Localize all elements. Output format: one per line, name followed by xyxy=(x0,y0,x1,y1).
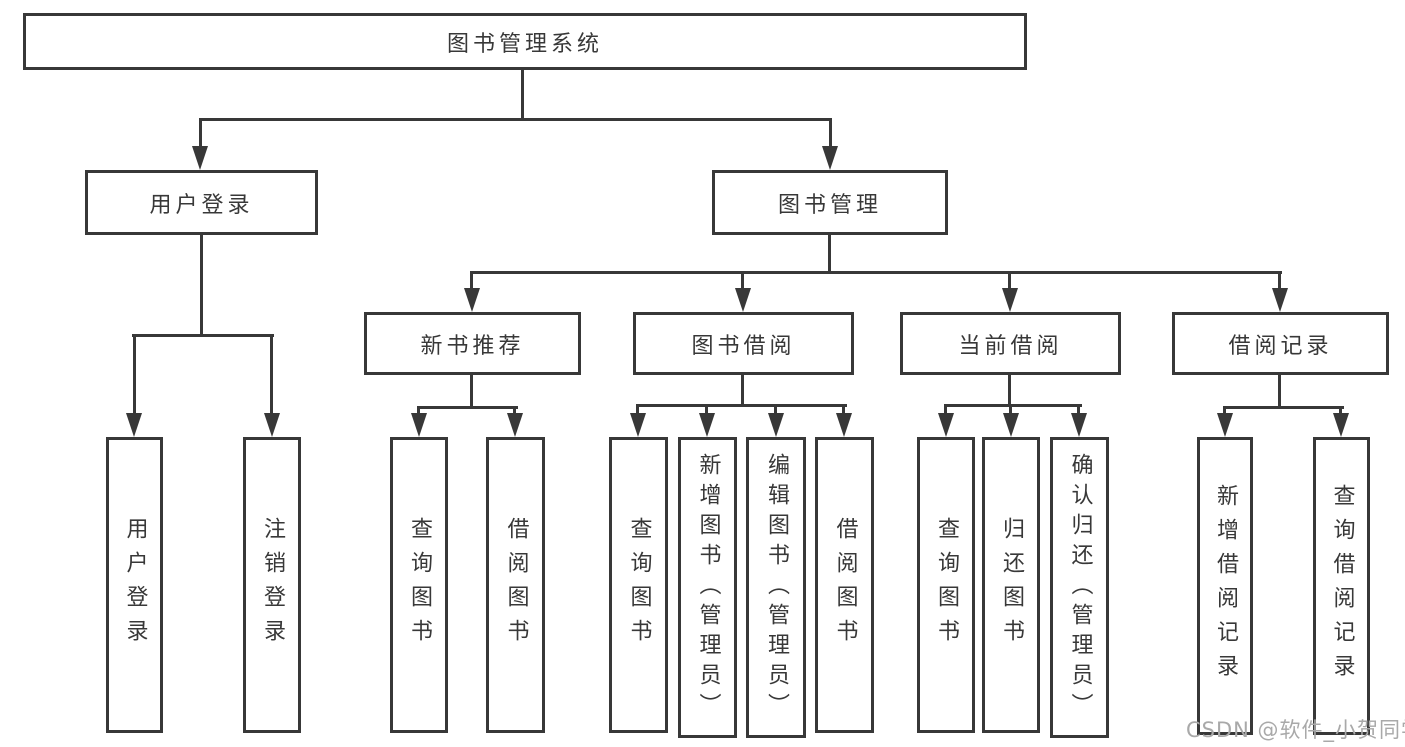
leaf-label: 注销登录 xyxy=(260,517,285,653)
leaf-confirm-return-admin: 确认归还（管理员） xyxy=(1050,437,1109,738)
csdn-watermark: CSDN @软件_小贺同学 xyxy=(1186,718,1405,742)
node-book-management: 图书管理 xyxy=(712,170,948,235)
leaf-query-books-borrow: 查询图书 xyxy=(609,437,668,733)
connector-vline-book-management xyxy=(828,235,831,274)
arrow-down-icon xyxy=(938,413,954,437)
node-new-book-recommend: 新书推荐 xyxy=(364,312,581,375)
leaf-label: 新增图书（管理员） xyxy=(695,452,721,723)
node-label: 图书管理系统 xyxy=(446,31,603,57)
connector-drop-line xyxy=(1008,271,1011,290)
arrow-down-icon xyxy=(1272,288,1288,312)
connector-drop-line xyxy=(741,271,744,290)
connector-drop-line xyxy=(705,404,708,415)
node-root-library-system: 图书管理系统 xyxy=(23,13,1027,70)
leaf-label: 查询图书 xyxy=(407,517,432,653)
arrow-down-icon xyxy=(126,413,142,437)
connector-drop-line xyxy=(1278,271,1281,290)
arrow-down-icon xyxy=(822,146,838,170)
connector-drop-line xyxy=(774,404,777,415)
connector-hline-user-login xyxy=(132,334,274,337)
node-borrow-records: 借阅记录 xyxy=(1172,312,1389,375)
connector-drop-line xyxy=(1339,406,1342,415)
connector-hline-new-book xyxy=(417,406,518,409)
connector-drop-line xyxy=(470,271,473,290)
connector-hline-book-borrow xyxy=(636,404,847,407)
connector-drop-line xyxy=(944,404,947,415)
connector-drop-line xyxy=(636,404,639,415)
connector-vline-current-borrow xyxy=(1008,375,1011,407)
connector-drop-line xyxy=(1009,404,1012,415)
leaf-return-books: 归还图书 xyxy=(982,437,1040,733)
arrow-down-icon xyxy=(836,413,852,437)
connector-drop-line xyxy=(270,334,273,416)
connector-hline-current-borrow xyxy=(944,404,1082,407)
connector-drop-line xyxy=(1077,404,1080,415)
leaf-add-books-admin: 新增图书（管理员） xyxy=(678,437,737,738)
leaf-query-books-current: 查询图书 xyxy=(917,437,975,733)
leaf-add-borrow-record: 新增借阅记录 xyxy=(1197,437,1253,735)
node-label: 用户登录 xyxy=(149,192,254,218)
connector-hline-level2 xyxy=(199,118,832,121)
arrow-down-icon xyxy=(699,413,715,437)
node-current-borrow: 当前借阅 xyxy=(900,312,1121,375)
connector-vline-new-book xyxy=(470,375,473,409)
connector-vline-root xyxy=(521,70,524,121)
node-user-login: 用户登录 xyxy=(85,170,318,235)
leaf-query-borrow-record: 查询借阅记录 xyxy=(1313,437,1370,735)
arrow-down-icon xyxy=(264,413,280,437)
connector-drop-line xyxy=(1223,406,1226,415)
node-book-borrow: 图书借阅 xyxy=(633,312,854,375)
connector-vline-user-login xyxy=(200,235,203,336)
leaf-user-login: 用户登录 xyxy=(106,437,163,733)
connector-drop-line xyxy=(842,404,845,415)
arrow-down-icon xyxy=(464,288,480,312)
connector-hline-borrow-records xyxy=(1223,406,1344,409)
leaf-label: 借阅图书 xyxy=(832,517,858,653)
leaf-logout-login: 注销登录 xyxy=(243,437,301,733)
leaf-label: 借阅图书 xyxy=(503,517,529,653)
arrow-down-icon xyxy=(1333,413,1349,437)
leaf-label: 查询图书 xyxy=(626,517,652,653)
connector-drop-line xyxy=(513,406,516,415)
arrow-down-icon xyxy=(507,413,523,437)
connector-drop-line xyxy=(829,118,832,150)
leaf-borrow-books: 借阅图书 xyxy=(815,437,874,733)
arrow-down-icon xyxy=(1217,413,1233,437)
arrow-down-icon xyxy=(1002,288,1018,312)
leaf-label: 归还图书 xyxy=(999,517,1024,653)
connector-drop-line xyxy=(133,334,136,416)
connector-hline-level3 xyxy=(470,271,1282,274)
leaf-label: 用户登录 xyxy=(122,517,148,653)
connector-drop-line xyxy=(417,406,420,415)
node-label: 图书借阅 xyxy=(691,333,796,359)
node-label: 当前借阅 xyxy=(958,333,1063,359)
leaf-edit-books-admin: 编辑图书（管理员） xyxy=(746,437,806,738)
leaf-label: 查询图书 xyxy=(934,517,959,653)
arrow-down-icon xyxy=(1003,413,1019,437)
connector-vline-book-borrow xyxy=(741,375,744,407)
connector-drop-line xyxy=(199,118,202,150)
leaf-borrow-books-recommend: 借阅图书 xyxy=(486,437,545,733)
arrow-down-icon xyxy=(735,288,751,312)
arrow-down-icon xyxy=(630,413,646,437)
arrow-down-icon xyxy=(768,413,784,437)
node-label: 图书管理 xyxy=(777,192,882,218)
leaf-query-books-recommend: 查询图书 xyxy=(390,437,448,733)
node-label: 新书推荐 xyxy=(420,333,525,359)
leaf-label: 编辑图书（管理员） xyxy=(764,452,789,723)
leaf-label: 新增借阅记录 xyxy=(1213,484,1238,688)
arrow-down-icon xyxy=(1071,413,1087,437)
arrow-down-icon xyxy=(411,413,427,437)
leaf-label: 确认归还（管理员） xyxy=(1067,452,1093,723)
leaf-label: 查询借阅记录 xyxy=(1329,484,1355,688)
connector-vline-borrow-records xyxy=(1278,375,1281,409)
node-label: 借阅记录 xyxy=(1228,333,1333,359)
arrow-down-icon xyxy=(192,146,208,170)
